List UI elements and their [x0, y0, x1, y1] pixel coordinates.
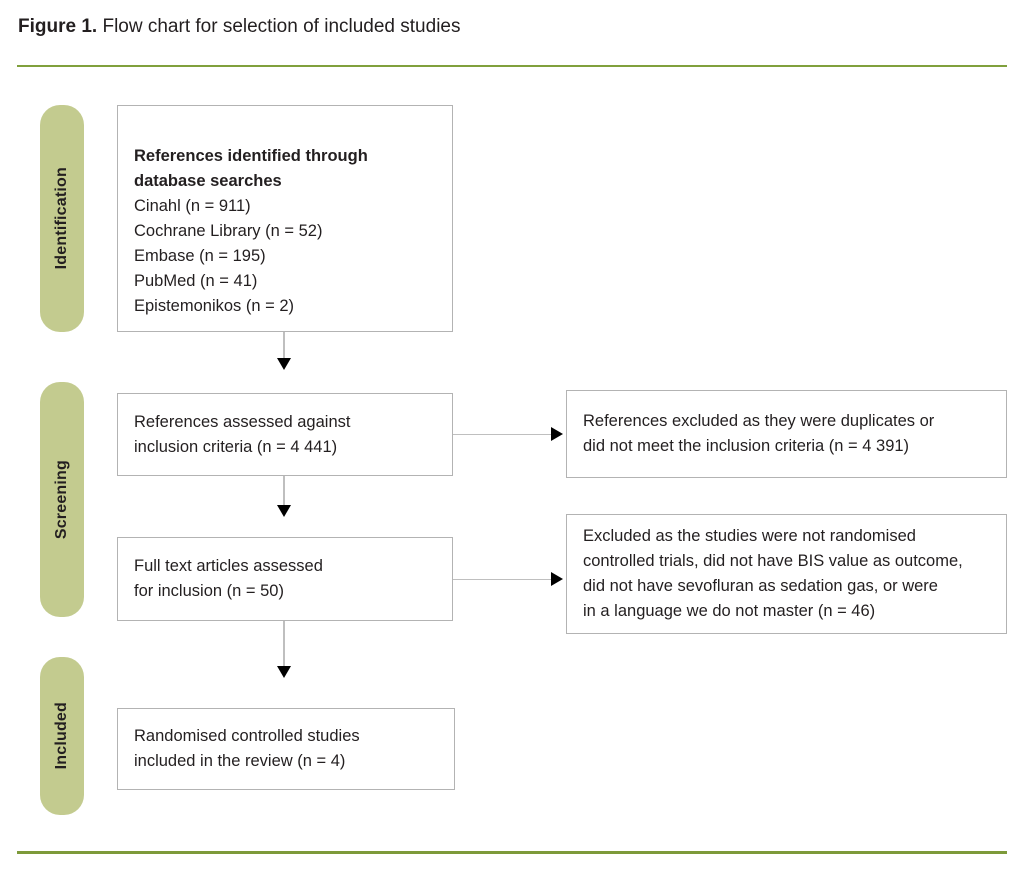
stage-bar-included: Included: [40, 657, 84, 815]
flow-box-full-text-assessed: Full text articles assessed for inclusio…: [117, 537, 453, 621]
flow-box-excluded-2-text: Excluded as the studies were not randomi…: [583, 527, 963, 620]
figure-label: Figure 1.: [18, 16, 98, 37]
stage-label-included: Included: [53, 702, 70, 770]
arrow-right-icon: [551, 427, 563, 441]
arrow-down-icon: [277, 358, 291, 370]
title-divider-top: [17, 65, 1007, 67]
flow-box-references-excluded: References excluded as they were duplica…: [566, 390, 1007, 478]
arrow-right-icon: [551, 572, 563, 586]
figure-caption: Flow chart for selection of included stu…: [97, 16, 461, 37]
flow-box-studies-included: Randomised controlled studies included i…: [117, 708, 455, 790]
stage-bar-identification: Identification: [40, 105, 84, 332]
connector-identified-to-assessed: [283, 332, 285, 360]
flow-box-full-text-excluded: Excluded as the studies were not randomi…: [566, 514, 1007, 634]
stage-label-screening: Screening: [53, 459, 70, 540]
stage-bar-screening: Screening: [40, 382, 84, 617]
arrow-down-icon: [277, 666, 291, 678]
connector-assessed-to-fulltext: [283, 476, 285, 508]
figure-title: Figure 1. Flow chart for selection of in…: [18, 14, 460, 40]
arrow-down-icon: [277, 505, 291, 517]
connector-assessed-to-excluded-1: [453, 434, 553, 435]
flow-box-excluded-1-text: References excluded as they were duplica…: [583, 412, 935, 455]
flow-box-identified-sources: Cinahl (n = 911) Cochrane Library (n = 5…: [134, 196, 323, 315]
connector-fulltext-to-included: [283, 621, 285, 669]
flow-box-fulltext-text: Full text articles assessed for inclusio…: [134, 557, 323, 600]
flow-box-identified-text: References identified through database s…: [118, 119, 384, 319]
connector-fulltext-to-excluded-2: [453, 579, 553, 580]
figure-divider-bottom: [17, 851, 1007, 854]
flow-box-references-identified: References identified through database s…: [117, 105, 453, 332]
flow-box-assessed-text: References assessed against inclusion cr…: [134, 412, 351, 456]
flow-box-identified-heading: References identified through database s…: [134, 146, 368, 190]
flow-box-included-text: Randomised controlled studies included i…: [134, 727, 360, 770]
flow-box-references-assessed: References assessed against inclusion cr…: [117, 393, 453, 476]
stage-label-identification: Identification: [53, 167, 70, 270]
